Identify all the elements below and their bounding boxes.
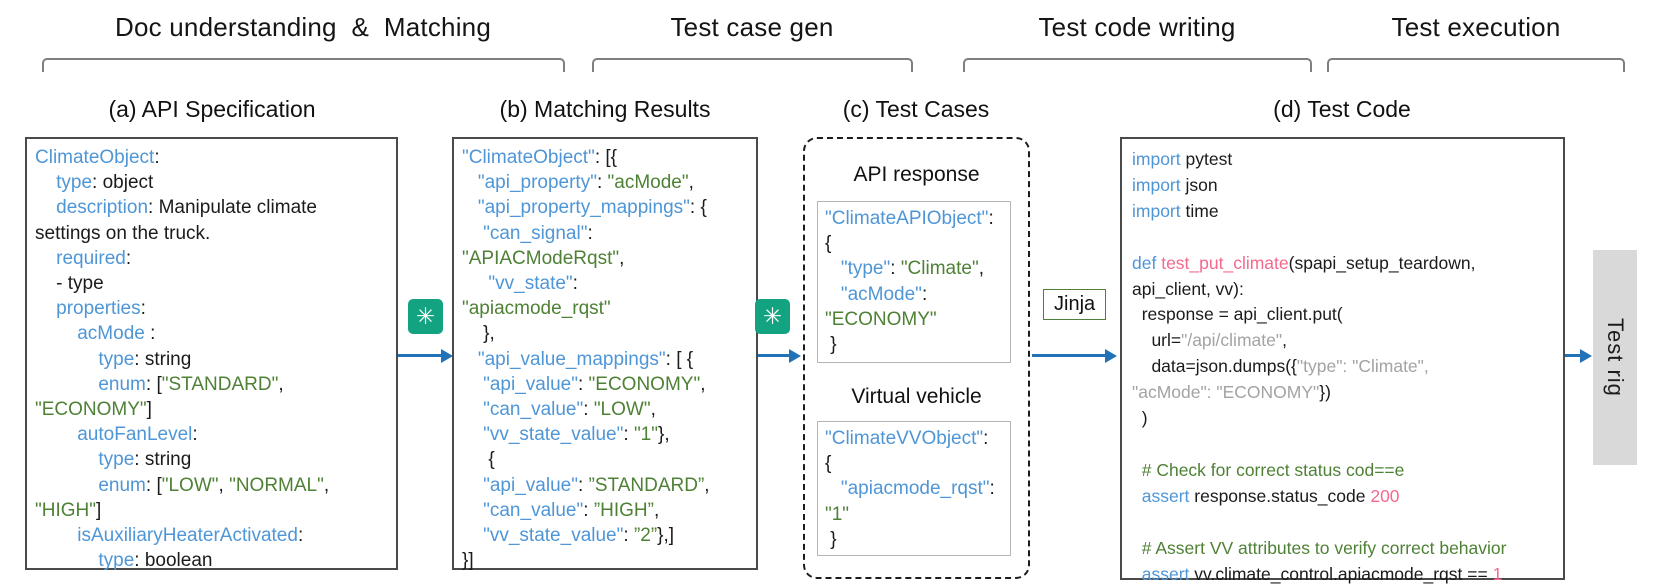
panel-title-matching-results: (b) Matching Results (499, 96, 711, 122)
openai-logo-icon: ✳ (755, 299, 790, 334)
panel-test-cases: API response "ClimateAPIObject":{ "type"… (803, 137, 1030, 579)
jinja-label: Jinja (1043, 289, 1107, 320)
openai-glyph: ✳ (415, 303, 436, 329)
api-response-code: "ClimateAPIObject":{ "type": "Climate", … (825, 208, 994, 355)
panel-api-specification: ClimateObject: type: object description:… (25, 137, 398, 571)
stage-label-test-case-gen: Test case gen (670, 12, 834, 42)
api-specification-code: ClimateObject: type: object description:… (35, 147, 330, 572)
api-response-label: API response (853, 163, 980, 186)
openai-logo-icon: ✳ (408, 299, 443, 334)
panel-title-test-code: (d) Test Code (1273, 96, 1411, 122)
test-rig-label: Test rig (1603, 318, 1628, 397)
panel-title-api-specification: (a) API Specification (108, 96, 316, 122)
stage-label-doc-understanding: Doc understanding & Matching (115, 12, 491, 42)
test-rig-box: Test rig (1593, 250, 1637, 465)
arrow-b-to-c (758, 348, 801, 363)
stage-bracket-test-code-writing (963, 58, 1312, 72)
stage-bracket-doc-understanding (42, 58, 565, 72)
matching-results-code: "ClimateObject": [{ "api_property": "acM… (462, 147, 710, 572)
arrow-d-to-test-rig (1565, 348, 1592, 363)
panel-matching-results: "ClimateObject": [{ "api_property": "acM… (452, 137, 758, 571)
stage-label-test-code-writing: Test code writing (1038, 12, 1236, 42)
api-response-box: "ClimateAPIObject":{ "type": "Climate", … (817, 201, 1011, 363)
virtual-vehicle-code: "ClimateVVObject":{ "apiacmode_rqst":"1"… (825, 428, 995, 550)
stage-bracket-test-execution (1327, 58, 1625, 72)
openai-glyph: ✳ (762, 303, 783, 329)
virtual-vehicle-box: "ClimateVVObject":{ "apiacmode_rqst":"1"… (817, 421, 1011, 556)
virtual-vehicle-label: Virtual vehicle (851, 385, 982, 408)
panel-title-test-cases: (c) Test Cases (842, 96, 990, 122)
arrow-c-to-d (1032, 348, 1117, 363)
arrow-a-to-b (398, 348, 453, 363)
stage-label-test-execution: Test execution (1391, 12, 1561, 42)
stage-bracket-test-case-gen (592, 58, 913, 72)
